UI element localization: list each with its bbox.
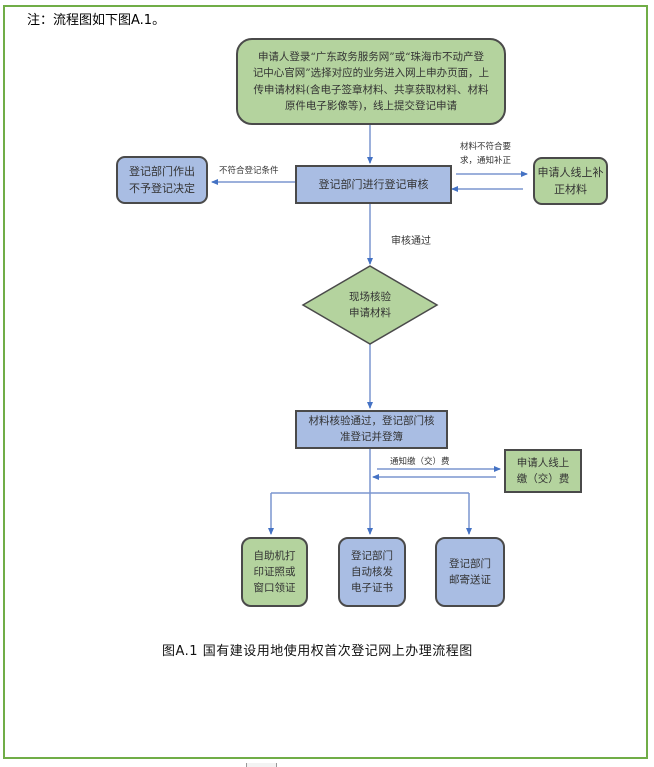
node-kiosk-line: 自助机打: [253, 549, 296, 562]
document-frame: [3, 5, 648, 759]
note-text: 注：流程图如下图A.1。: [27, 13, 166, 28]
node-ecert-line: 电子证书: [351, 582, 393, 595]
node-pay-line: 申请人线上: [516, 456, 570, 469]
node-mail: 登记部门 邮寄送证: [435, 537, 505, 607]
node-mail-line: 邮寄送证: [449, 574, 491, 586]
node-approve-line: 材料核验通过，登记部门核: [308, 415, 435, 428]
node-reject: 登记部门作出 不予登记决定: [116, 156, 208, 204]
node-supplement-line: 申请人线上补: [537, 165, 604, 179]
edge-label-not-qualified: 不符合登记条件: [219, 166, 279, 176]
edge-label-review-passed: 审核通过: [391, 236, 431, 247]
node-approve-line: 准登记并登簿: [340, 430, 403, 443]
node-pay: 申请人线上 缴（交）费: [504, 449, 582, 493]
figure-caption: 图A.1 国有建设用地使用权首次登记网上办理流程图: [162, 644, 473, 659]
node-start-line: 原件电子影像等)，线上提交登记申请: [284, 99, 458, 112]
node-onsite: 现场核验 申请材料: [320, 285, 420, 325]
node-kiosk-line: 印证照或: [253, 565, 296, 578]
edge-label-materials-not-ok-line: 求，通知补正: [460, 155, 512, 166]
node-reject-line: 登记部门作出: [129, 164, 195, 178]
node-supplement-line: 正材料: [554, 183, 587, 196]
node-ecert: 登记部门 自动核发 电子证书: [338, 537, 406, 607]
node-kiosk-line: 窗口领证: [253, 582, 296, 595]
node-onsite-line: 申请材料: [349, 307, 391, 319]
node-review: 登记部门进行登记审核: [295, 165, 452, 204]
node-start-line: 传申请材料(含电子签章材料、共享获取材料、材料: [253, 83, 489, 96]
edge-label-materials-not-ok: 材料不符合要 求，通知补正: [460, 141, 511, 168]
node-start-line: 申请人登录“广东政务服务网”或“珠海市不动产登: [257, 50, 485, 63]
node-start-line: 记中心官网”选择对应的业务进入网上申办页面，上: [252, 67, 490, 80]
node-review-label: 登记部门进行登记审核: [318, 177, 429, 191]
node-kiosk: 自助机打 印证照或 窗口领证: [241, 537, 308, 607]
node-ecert-line: 登记部门: [351, 549, 393, 562]
page-tab-marker: [246, 763, 277, 767]
node-mail-line: 登记部门: [449, 557, 491, 570]
node-reject-line: 不予登记决定: [129, 182, 195, 195]
node-approve: 材料核验通过，登记部门核 准登记并登簿: [295, 410, 448, 449]
node-onsite-line: 现场核验: [349, 290, 391, 303]
node-start: 申请人登录“广东政务服务网”或“珠海市不动产登 记中心官网”选择对应的业务进入网…: [236, 38, 506, 125]
node-ecert-line: 自动核发: [351, 565, 393, 578]
onsite-check-diamond: [301, 265, 439, 345]
edge-label-materials-not-ok-line: 材料不符合要: [460, 142, 512, 152]
edge-label-notify-pay: 通知缴（交）费: [390, 457, 450, 467]
node-pay-line: 缴（交）费: [516, 473, 570, 485]
node-supplement: 申请人线上补 正材料: [533, 157, 608, 205]
